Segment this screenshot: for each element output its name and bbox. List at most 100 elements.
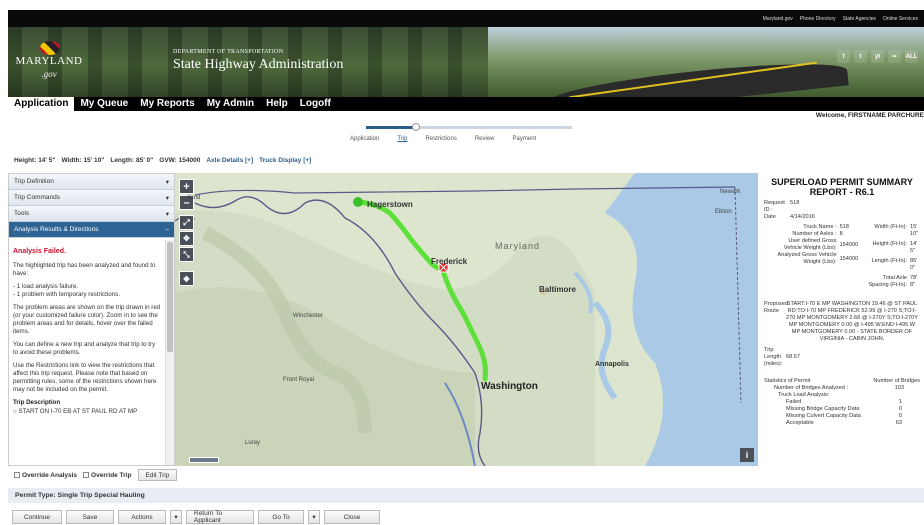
report-vehicle-block: Truck Name :518 Number of Axles :8 User … bbox=[764, 224, 920, 289]
nav-my-admin[interactable]: My Admin bbox=[206, 98, 255, 109]
section-tools[interactable]: Tools▾ bbox=[9, 206, 174, 222]
scrollbar-thumb[interactable] bbox=[167, 242, 173, 352]
map-scale-bar bbox=[189, 457, 219, 463]
step-restrictions[interactable]: Restrictions bbox=[425, 136, 457, 142]
route-line bbox=[355, 199, 488, 382]
edit-trip-button[interactable]: Edit Trip bbox=[137, 469, 178, 481]
step-payment[interactable]: Payment bbox=[512, 136, 537, 142]
return-to-applicant-button[interactable]: Return To Applicant bbox=[186, 510, 254, 524]
result-bullet: - 1 load analysis failure. bbox=[13, 283, 79, 290]
override-trip-checkbox[interactable]: Override Trip bbox=[83, 471, 132, 479]
map-label-cumberland: rland bbox=[187, 195, 201, 201]
all-social-icon[interactable]: ALL bbox=[905, 50, 918, 63]
nav-my-queue[interactable]: My Queue bbox=[80, 98, 129, 109]
full-extent-icon[interactable]: ⤢ bbox=[179, 215, 194, 230]
banner-trees bbox=[8, 27, 488, 97]
report-bridges-analyzed: Number of Bridges Analyzed :103 bbox=[774, 385, 904, 391]
report-axle-spacing: Total Axle Spacing (Ft-In):78' 8" bbox=[868, 275, 918, 288]
facebook-icon[interactable]: f bbox=[837, 50, 850, 63]
report-length: Length (Ft-In):85' 0" bbox=[871, 258, 918, 271]
layers-icon[interactable]: ◈ bbox=[179, 271, 194, 286]
checkbox-icon bbox=[83, 471, 90, 478]
agency-title: DEPARTMENT OF TRANSPORTATION State Highw… bbox=[173, 49, 343, 73]
map-label-elkton: Elkton bbox=[715, 209, 732, 215]
report-height: Height (Ft-In):14' 5" bbox=[872, 241, 918, 254]
results-scrollbar[interactable] bbox=[165, 240, 174, 465]
nav-application[interactable]: Application bbox=[8, 97, 75, 111]
logo-state: MARYLAND bbox=[15, 55, 83, 67]
report-route: Proposed Route START:I-70 E MP WASHINGTO… bbox=[764, 301, 918, 342]
step-trip[interactable]: Trip bbox=[397, 136, 408, 142]
analysis-failed-title: Analysis Failed. bbox=[13, 248, 66, 255]
analysis-results-panel: Analysis Failed. The highlighted trip ha… bbox=[9, 240, 166, 465]
zoom-in-button[interactable]: + bbox=[179, 179, 194, 194]
map-view[interactable]: + – ⤢ ✥ ⤡ ◈ rland Hagerstown Frederick M… bbox=[175, 173, 758, 466]
nav-my-reports[interactable]: My Reports bbox=[140, 98, 195, 109]
go-to-button[interactable]: Go To bbox=[258, 510, 304, 524]
main-nav: Application My Queue My Reports My Admin… bbox=[8, 97, 924, 111]
map-label-baltimore: Baltimore bbox=[539, 285, 576, 294]
step-review[interactable]: Review bbox=[474, 136, 495, 142]
link-phone-directory[interactable]: Phone Directory bbox=[799, 15, 836, 22]
step-application[interactable]: Application bbox=[350, 136, 380, 142]
logo-gov: .gov bbox=[41, 69, 57, 79]
link-maryland-gov[interactable]: Maryland.gov bbox=[762, 15, 793, 22]
maryland-logo[interactable]: MARYLAND .gov bbox=[14, 41, 84, 83]
report-axles: Number of Axles :8 bbox=[792, 231, 843, 237]
pan-icon[interactable]: ✥ bbox=[179, 231, 194, 246]
section-trip-definition[interactable]: Trip Definition▾ bbox=[9, 174, 174, 190]
potomac-border bbox=[194, 196, 486, 466]
truck-display-link[interactable]: Truck Display [+] bbox=[259, 157, 312, 164]
map-label-winchester: Winchester bbox=[293, 313, 324, 319]
zoom-out-button[interactable]: – bbox=[179, 195, 194, 210]
report-request-id: Request ID :518 bbox=[764, 200, 800, 213]
info-length: Length: 85' 0" bbox=[110, 157, 154, 164]
result-bullet: - 1 problem with temporary restrictions. bbox=[13, 291, 120, 298]
save-button[interactable]: Save bbox=[66, 510, 114, 524]
link-state-agencies[interactable]: State Agencies bbox=[842, 15, 876, 22]
permit-summary-report: SUPERLOAD PERMIT SUMMARY REPORT - R6.1 R… bbox=[760, 173, 924, 466]
nav-help[interactable]: Help bbox=[266, 98, 288, 109]
map-label-annapolis: Annapolis bbox=[595, 361, 629, 368]
report-tla-label: Truck Load Analysis: bbox=[778, 392, 830, 398]
nav-logoff[interactable]: Logoff bbox=[299, 98, 331, 109]
utility-bar: Maryland.gov Phone Directory State Agenc… bbox=[8, 10, 924, 27]
override-analysis-checkbox[interactable]: Override Analysis bbox=[14, 472, 77, 479]
actions-dropdown-icon[interactable]: ▾ bbox=[170, 510, 182, 524]
section-trip-commands[interactable]: Trip Commands▾ bbox=[9, 190, 174, 206]
progress-handle bbox=[412, 123, 420, 131]
axle-details-link[interactable]: Axle Details [+] bbox=[206, 157, 254, 164]
trip-sidebar: Trip Definition▾ Trip Commands▾ Tools▾ A… bbox=[8, 173, 175, 466]
report-analyzed-gvw: Analyzed Gross Vehicle Weight (Lbs):1540… bbox=[777, 252, 859, 265]
section-label: Trip Definition bbox=[14, 178, 54, 185]
close-button[interactable]: Close bbox=[324, 510, 380, 524]
results-para: The problem areas are shown on the trip … bbox=[13, 304, 161, 335]
results-intro: The highlighted trip has been analyzed a… bbox=[13, 262, 156, 277]
go-to-dropdown-icon[interactable]: ▾ bbox=[308, 510, 320, 524]
section-analysis-results[interactable]: Analysis Results & Directions– bbox=[9, 222, 174, 238]
info-width: Width: 15' 10" bbox=[61, 157, 105, 164]
continue-button[interactable]: Continue bbox=[12, 510, 62, 524]
link-online-services[interactable]: Online Services bbox=[882, 15, 918, 22]
permit-type: Permit Type: Single Trip Special Hauling bbox=[8, 488, 924, 503]
override-options: Override Analysis Override Trip Edit Tri… bbox=[8, 466, 178, 484]
progress-track bbox=[366, 126, 572, 129]
vehicle-info-bar: Height: 14' 5" Width: 15' 10" Length: 85… bbox=[14, 157, 311, 164]
info-height: Height: 14' 5" bbox=[14, 157, 56, 164]
youtube-icon[interactable]: yt bbox=[871, 50, 884, 63]
actions-button[interactable]: Actions bbox=[118, 510, 166, 524]
twitter-icon[interactable]: t bbox=[854, 50, 867, 63]
progress-steps: Application Trip Restrictions Review Pay… bbox=[350, 123, 610, 150]
map-label-front-royal: Front Royal bbox=[283, 377, 315, 383]
report-trip-length: Trip Length (miles): 68.67 bbox=[764, 347, 800, 367]
flickr-icon[interactable]: •• bbox=[888, 50, 901, 63]
maryland-flag-icon bbox=[40, 41, 60, 55]
map-info-icon[interactable]: i bbox=[740, 448, 754, 462]
map-label-newark: Newark bbox=[720, 189, 741, 195]
report-truck-name: Truck Name :518 bbox=[803, 224, 849, 230]
map-canvas bbox=[175, 173, 758, 466]
checkbox-icon bbox=[14, 471, 20, 478]
measure-icon[interactable]: ⤡ bbox=[179, 247, 194, 262]
